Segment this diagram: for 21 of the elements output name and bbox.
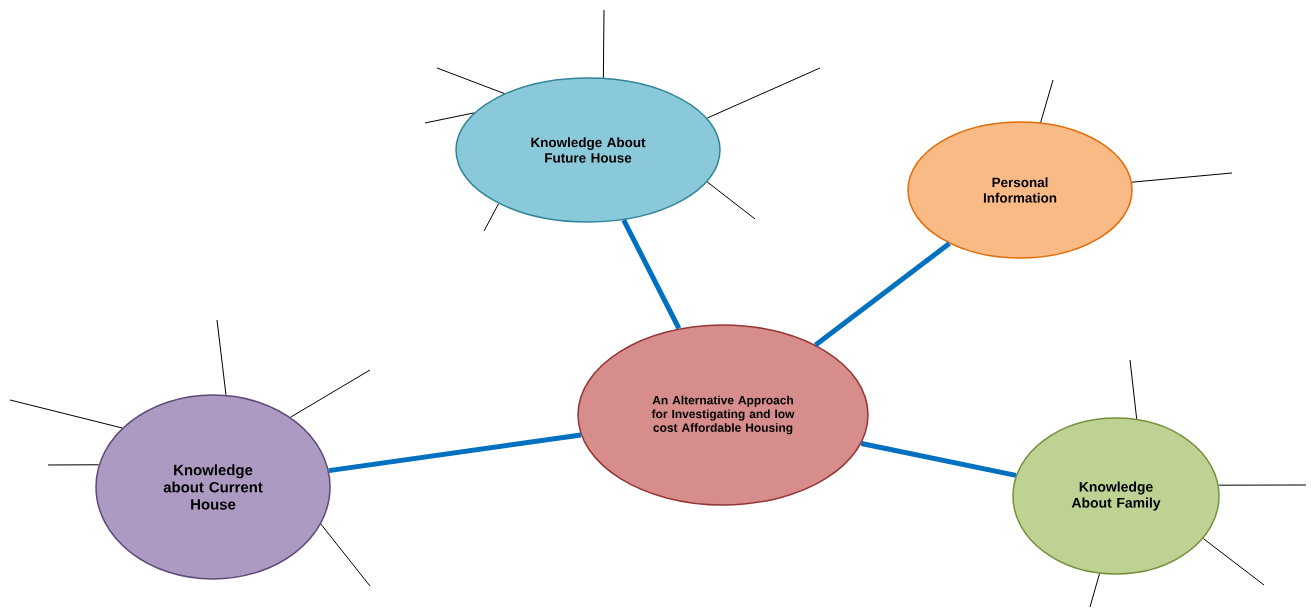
branch-line (1202, 538, 1265, 586)
branch-line (216, 319, 227, 396)
connector-line (328, 432, 582, 474)
branch-line (602, 9, 605, 79)
branch-line (290, 369, 371, 418)
branch-line (483, 203, 500, 232)
branch-line (1131, 172, 1233, 183)
branch-line (1040, 79, 1054, 123)
branch-line (706, 181, 756, 220)
branch-line (1089, 573, 1100, 608)
connector-line (621, 218, 682, 330)
branch-line (436, 67, 505, 95)
branch-line (706, 67, 821, 119)
connector-line (814, 241, 951, 347)
branch-line (47, 464, 100, 466)
connector-line (860, 441, 1017, 478)
branch-line (9, 399, 123, 429)
branch-line (320, 523, 371, 587)
branch-line (424, 112, 475, 124)
branch-line (1129, 359, 1138, 420)
branch-line (1218, 484, 1307, 486)
